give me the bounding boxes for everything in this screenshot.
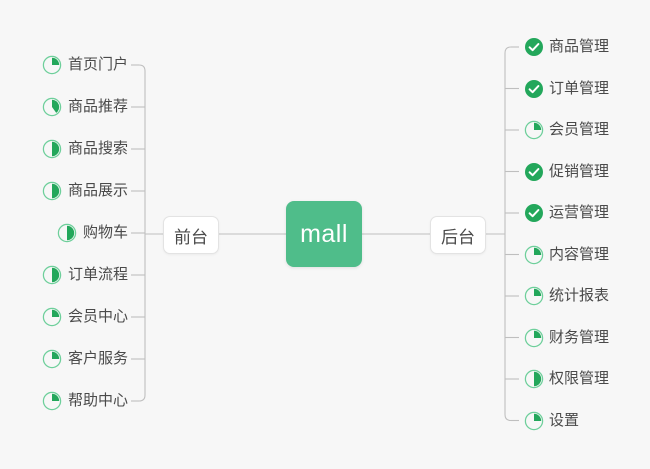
leaf-status-icon-wrapper (42, 181, 62, 201)
leaf-status-icon-wrapper (42, 391, 62, 411)
leaf-item-label: 会员中心 (67, 308, 128, 325)
leaf-item-frontend-6[interactable]: 会员中心 (42, 304, 128, 330)
pie-progress-icon (42, 97, 62, 117)
connector-path (504, 46, 512, 422)
leaf-item-label: 会员管理 (549, 121, 610, 138)
pie-progress-icon (524, 328, 544, 347)
leaf-status-icon-wrapper (42, 349, 62, 369)
leaf-item-frontend-2[interactable]: 商品搜索 (42, 136, 128, 162)
connector-path (138, 64, 146, 402)
leaf-item-label: 权限管理 (549, 370, 610, 387)
leaf-status-icon-wrapper (524, 245, 544, 265)
pie-progress-icon (524, 411, 544, 430)
leaf-item-label: 商品管理 (549, 38, 610, 55)
leaf-item-label: 统计报表 (549, 287, 610, 304)
check-circle-icon (525, 79, 543, 98)
pie-progress-icon (524, 369, 544, 389)
leaf-item-backend-7[interactable]: 财务管理 (524, 325, 609, 351)
leaf-item-backend-1[interactable]: 订单管理 (524, 76, 609, 102)
leaf-item-frontend-7[interactable]: 客户服务 (42, 346, 128, 372)
branch-node-frontend[interactable]: 前台 (163, 216, 219, 254)
leaf-status-icon-wrapper (524, 162, 544, 182)
leaf-item-label: 设置 (549, 411, 580, 429)
leaf-item-frontend-8[interactable]: 帮助中心 (42, 388, 128, 414)
leaf-item-backend-4[interactable]: 运营管理 (524, 200, 609, 226)
check-circle-icon (525, 204, 543, 222)
leaf-item-frontend-0[interactable]: 首页门户 (42, 52, 128, 78)
pie-progress-icon (42, 265, 62, 285)
leaf-item-backend-2[interactable]: 会员管理 (524, 117, 609, 143)
check-circle-icon (525, 38, 543, 56)
leaf-status-icon-wrapper (42, 139, 62, 159)
leaf-status-icon-wrapper (524, 120, 544, 140)
leaf-status-icon-wrapper (57, 223, 77, 243)
leaf-item-backend-8[interactable]: 权限管理 (524, 366, 609, 392)
leaf-item-frontend-3[interactable]: 商品展示 (42, 178, 128, 204)
leaf-item-label: 客户服务 (67, 350, 128, 367)
leaf-status-icon-wrapper (524, 286, 544, 306)
branch-node-backend[interactable]: 后台 (430, 216, 486, 254)
pie-progress-icon (42, 349, 62, 369)
pie-progress-icon (524, 120, 544, 140)
pie-progress-icon (42, 55, 62, 75)
leaf-item-label: 运营管理 (549, 204, 610, 221)
leaf-status-icon-wrapper (524, 369, 544, 389)
leaf-status-icon-wrapper (524, 37, 544, 57)
leaf-item-backend-0[interactable]: 商品管理 (524, 34, 609, 60)
leaf-status-icon-wrapper (42, 307, 62, 327)
pie-progress-icon (524, 286, 544, 306)
leaf-item-frontend-1[interactable]: 商品推荐 (42, 94, 128, 120)
pie-progress-icon (42, 139, 62, 159)
leaf-status-icon-wrapper (42, 97, 62, 117)
pie-progress-icon (42, 181, 62, 201)
leaf-item-label: 商品推荐 (67, 98, 128, 115)
check-circle-icon (525, 162, 543, 181)
leaf-item-label: 商品展示 (67, 182, 128, 199)
pie-progress-icon (42, 391, 62, 411)
leaf-item-backend-9[interactable]: 设置 (524, 408, 579, 434)
leaf-item-label: 购物车 (82, 224, 128, 241)
pie-progress-icon (57, 223, 77, 243)
center-node-mall[interactable]: mall (286, 201, 362, 267)
leaf-item-frontend-5[interactable]: 订单流程 (42, 262, 128, 288)
leaf-item-label: 订单流程 (67, 266, 128, 283)
leaf-item-backend-5[interactable]: 内容管理 (524, 242, 609, 268)
leaf-item-label: 订单管理 (549, 79, 610, 97)
leaf-item-frontend-4[interactable]: 购物车 (57, 220, 128, 246)
leaf-item-label: 财务管理 (549, 328, 610, 346)
leaf-item-label: 商品搜索 (67, 140, 128, 157)
leaf-item-label: 帮助中心 (67, 392, 128, 409)
leaf-item-backend-6[interactable]: 统计报表 (524, 283, 609, 309)
leaf-item-backend-3[interactable]: 促销管理 (524, 159, 609, 185)
leaf-status-icon-wrapper (524, 411, 544, 431)
pie-progress-icon (524, 245, 544, 264)
leaf-item-label: 促销管理 (549, 162, 610, 180)
leaf-status-icon-wrapper (42, 265, 62, 285)
leaf-status-icon-wrapper (524, 328, 544, 348)
leaf-status-icon-wrapper (524, 79, 544, 99)
leaf-item-label: 内容管理 (549, 245, 610, 263)
pie-progress-icon (42, 307, 62, 327)
leaf-status-icon-wrapper (42, 55, 62, 75)
leaf-item-label: 首页门户 (67, 56, 128, 73)
leaf-status-icon-wrapper (524, 203, 544, 223)
